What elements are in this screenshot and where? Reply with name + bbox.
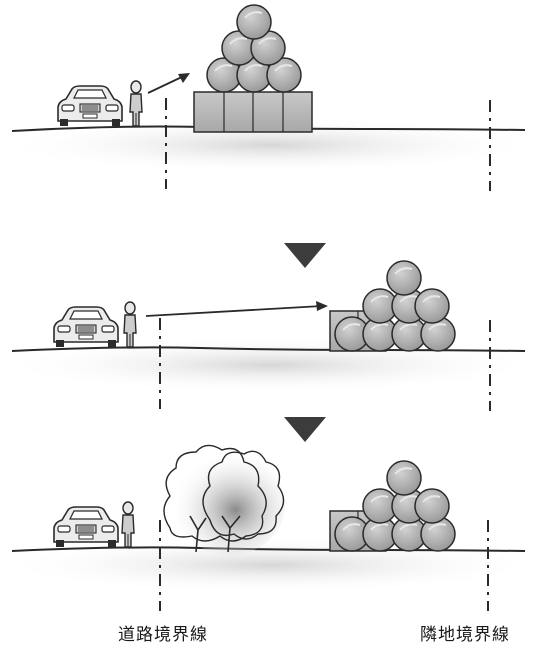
person-icon bbox=[123, 301, 137, 348]
neighbor-boundary-label: 隣地境界線 bbox=[420, 625, 510, 645]
tree-group bbox=[163, 444, 285, 555]
tree-canopy-right bbox=[202, 450, 285, 540]
panel-3 bbox=[0, 444, 540, 612]
tree-canopy-left bbox=[163, 444, 267, 542]
panel-1 bbox=[0, 4, 540, 192]
tree-trunk-right bbox=[221, 515, 241, 553]
ground-shadow bbox=[0, 537, 540, 593]
road-boundary-label: 道路境界線 bbox=[118, 625, 208, 645]
down-arrow-1 bbox=[284, 243, 326, 268]
car-icon bbox=[57, 85, 123, 127]
person-icon bbox=[129, 80, 143, 127]
sightline-arrow bbox=[145, 301, 328, 317]
ground-shadow bbox=[0, 117, 540, 173]
car-icon bbox=[53, 306, 119, 348]
hay-bale-pile bbox=[329, 460, 456, 552]
hay-bale-pile bbox=[329, 260, 456, 352]
panel-2 bbox=[0, 260, 540, 412]
down-arrow-2 bbox=[284, 417, 326, 442]
tree-trunk-left bbox=[189, 515, 207, 553]
car-icon bbox=[53, 506, 119, 548]
sightline-arrow bbox=[147, 73, 190, 94]
hay-bale-pile bbox=[193, 4, 313, 133]
person-icon bbox=[121, 501, 135, 548]
ground-shadow bbox=[0, 337, 540, 393]
